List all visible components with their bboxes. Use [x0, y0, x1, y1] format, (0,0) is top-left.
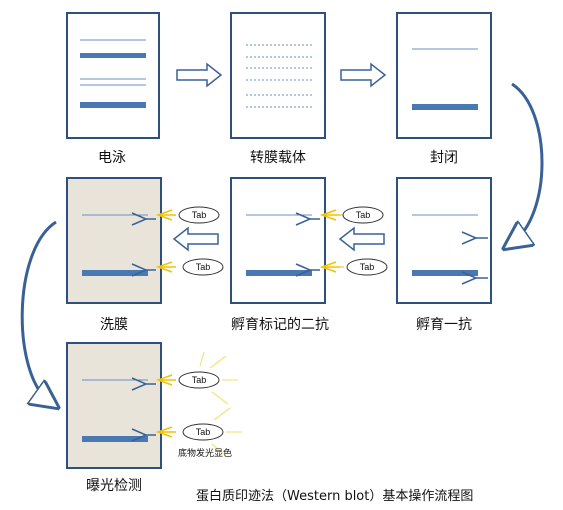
luminescence-glow: [199, 351, 242, 457]
step-label-electrophoresis: 电泳: [98, 150, 126, 166]
tab-label: Tab: [360, 262, 375, 272]
panel-membrane-transfer: [230, 12, 326, 139]
tab-label-ellipse: [346, 258, 388, 276]
tab-label-ellipse: [182, 258, 224, 276]
step-label-labeled-secondary-antibody: 孵育标记的二抗: [231, 317, 329, 333]
panel-exposure-detection: [66, 342, 176, 469]
flow-arrow-right: [340, 62, 387, 88]
flow-arrow-left: [172, 226, 219, 252]
flow-arrow-left: [338, 226, 385, 252]
panel-blocking: [396, 12, 492, 139]
flow-arrow-curved: [512, 82, 544, 243]
panel-primary-antibody: [396, 177, 492, 304]
step-label-exposure-detection: 曝光检测: [86, 478, 142, 494]
tab-label-ellipse: [342, 206, 384, 224]
tab-label-ellipse: [182, 423, 224, 441]
step-label-primary-antibody: 孵育一抗: [416, 317, 472, 333]
substrate-note: 底物发光显色: [178, 447, 232, 459]
tab-label: Tab: [196, 262, 211, 272]
panel-labeled-secondary-antibody: [230, 177, 344, 304]
step-label-blocking: 封闭: [430, 150, 458, 166]
step-label-wash-membrane: 洗膜: [100, 317, 128, 333]
panel-wash-membrane: [66, 177, 176, 304]
panel-electrophoresis: [66, 12, 160, 139]
flow-arrow-curved: [20, 220, 56, 402]
tab-label: Tab: [196, 427, 211, 437]
step-label-membrane-transfer: 转膜载体: [250, 150, 306, 166]
tab-label-ellipse: [178, 371, 220, 389]
tab-label: Tab: [192, 210, 207, 220]
tab-label: Tab: [192, 375, 207, 385]
diagram-caption: 蛋白质印迹法（Western blot）基本操作流程图: [196, 488, 473, 504]
tab-label-ellipse: [178, 206, 220, 224]
flow-arrow-right: [176, 62, 223, 88]
tab-label: Tab: [356, 210, 371, 220]
